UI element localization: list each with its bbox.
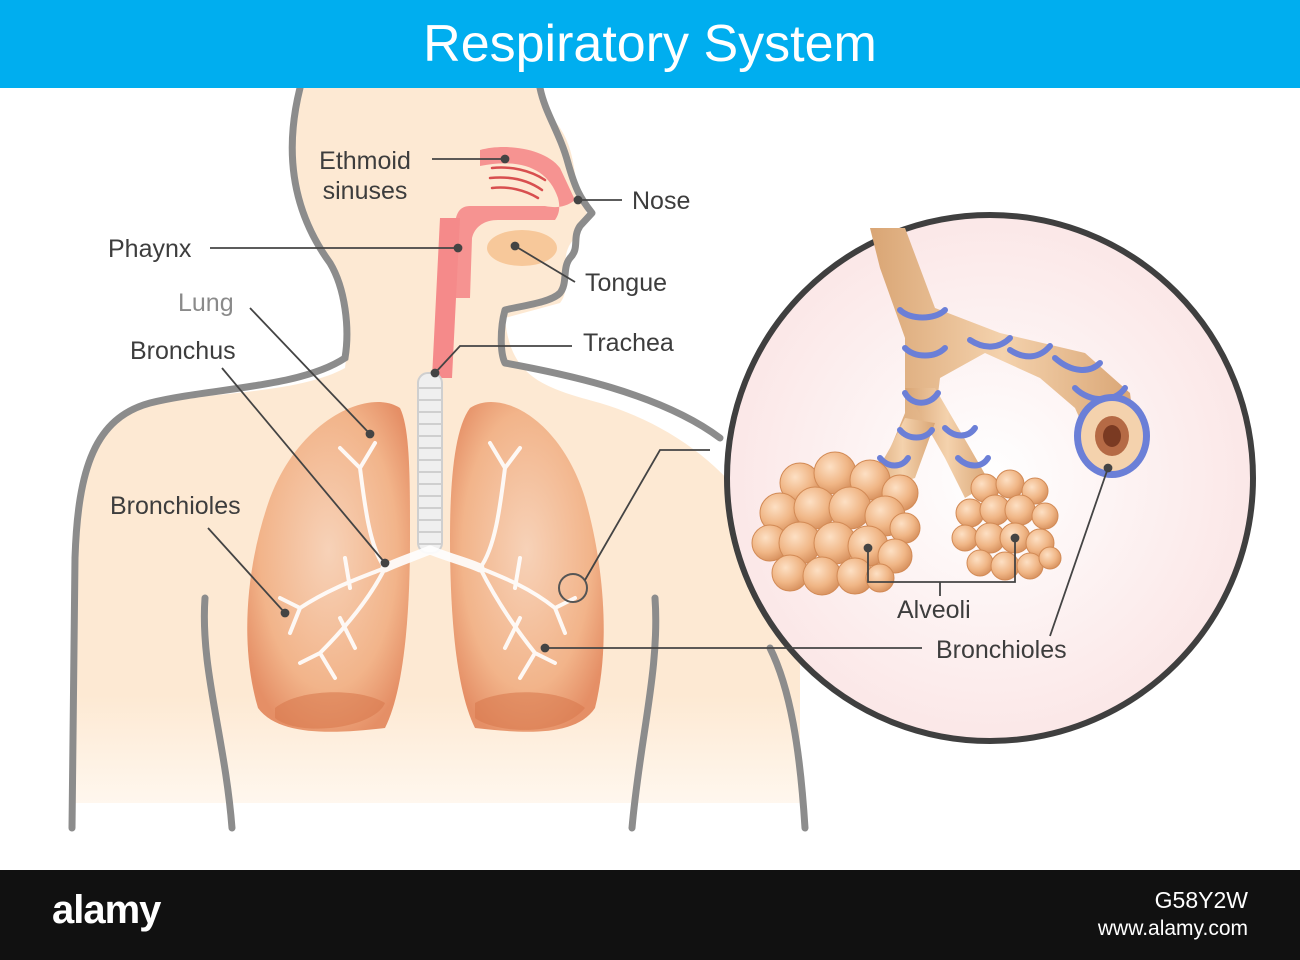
footer-image-id: G58Y2W <box>1154 887 1248 913</box>
anatomy-illustration <box>68 84 1256 832</box>
arm-left-inner <box>200 594 236 832</box>
alveoli-cluster-right <box>951 469 1062 581</box>
pharynx-tube <box>432 218 460 378</box>
label-phaynx: Phaynx <box>108 235 192 263</box>
leader-lines <box>207 154 1113 653</box>
title-bar: Respiratory System <box>0 0 1300 88</box>
zoom-indicator <box>558 573 588 603</box>
zoom-bronchi <box>870 228 1150 498</box>
label-ethmoid-line2: sinuses <box>322 177 408 205</box>
tongue-shape <box>487 230 557 266</box>
label-tongue: Tongue <box>585 269 668 297</box>
body-outline <box>68 84 351 832</box>
alveoli-cluster-left <box>751 451 921 596</box>
left-lung <box>247 402 410 732</box>
ethmoid-sinus-lines <box>488 166 547 200</box>
right-lung-base <box>475 692 585 730</box>
label-ethmoid-sinuses: Ethmoid sinuses <box>300 146 430 206</box>
right-lung <box>450 402 604 732</box>
label-trachea: Trachea <box>583 329 674 357</box>
footer-url: www.alamy.com <box>1097 917 1248 940</box>
trachea-illustration <box>417 372 443 554</box>
left-lung-base <box>275 692 385 729</box>
label-alveoli: Alveoli <box>897 596 971 624</box>
page-title: Respiratory System <box>423 15 877 73</box>
label-lung: Lung <box>178 289 234 317</box>
label-ethmoid-line1: Ethmoid <box>319 147 411 175</box>
label-nose: Nose <box>632 187 691 215</box>
bronchial-tree <box>278 441 577 680</box>
face-outline <box>497 84 724 442</box>
footer-brand-logo: alamy <box>52 888 161 932</box>
label-bronchioles-left: Bronchioles <box>110 492 241 520</box>
shoulder-outline-right <box>766 644 809 832</box>
arm-right-inner <box>628 594 660 832</box>
respiratory-diagram: Ethmoid sinuses Nose Phaynx Tongue Lung … <box>0 84 1300 870</box>
label-bronchus: Bronchus <box>130 337 236 365</box>
label-bronchioles-right: Bronchioles <box>936 636 1067 664</box>
footer-bar: alamy G58Y2W www.alamy.com <box>0 870 1300 960</box>
nasal-cavity <box>455 147 575 298</box>
